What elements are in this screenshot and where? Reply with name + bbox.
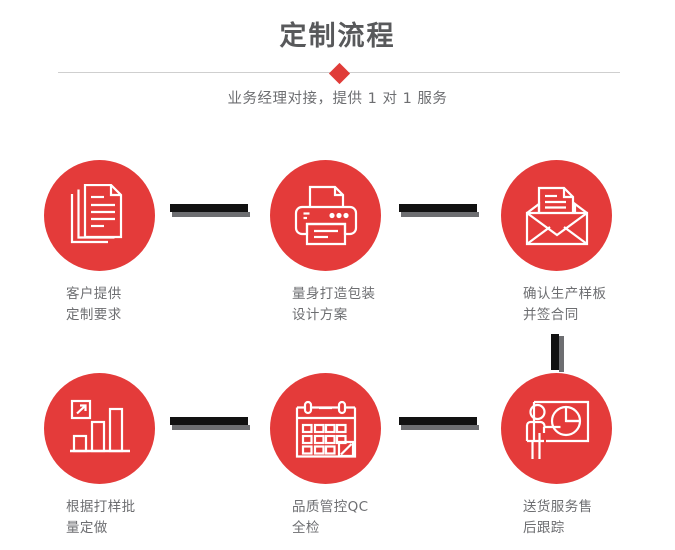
page-title: 定制流程 xyxy=(279,21,396,52)
documents-icon xyxy=(70,183,122,243)
flow-step-5-circle xyxy=(270,373,381,484)
flow-step-6-circle xyxy=(501,373,612,484)
diamond-icon xyxy=(328,62,350,84)
flow-step-2-circle xyxy=(270,160,381,271)
connector-step1-step2 xyxy=(170,204,250,217)
flow-step-1-circle xyxy=(44,160,155,271)
flow-step-6-label: 送货服务售 后跟踪 xyxy=(523,499,593,536)
connector-step4-step5 xyxy=(170,417,250,430)
flow-step-2-label: 量身打造包装 设计方案 xyxy=(292,286,376,323)
flow-step-3-label: 确认生产样板 并签合同 xyxy=(523,286,607,323)
printer-icon xyxy=(294,185,357,245)
page-subtitle: 业务经理对接，提供 1 对 1 服务 xyxy=(227,91,448,107)
connector-step5-step6 xyxy=(399,417,479,430)
flow-step-3-circle xyxy=(501,160,612,271)
flow-step-4-label: 根据打样批 量定做 xyxy=(66,499,136,536)
flow-step-4-circle xyxy=(44,373,155,484)
presenter-pie-chart-icon xyxy=(525,400,589,459)
divider xyxy=(58,62,620,84)
flow-step-5-label: 品质管控QC 全检 xyxy=(292,499,369,536)
header-section: 定制流程 业务经理对接，提供 1 对 1 服务 xyxy=(0,0,675,107)
connector-step3-step6 xyxy=(551,334,564,372)
flow-step-1-label: 客户提供 定制要求 xyxy=(66,286,122,323)
envelope-letter-icon xyxy=(525,186,588,245)
calendar-check-icon xyxy=(295,400,356,458)
connector-step2-step3 xyxy=(399,204,479,217)
bar-chart-growth-icon xyxy=(69,399,130,452)
